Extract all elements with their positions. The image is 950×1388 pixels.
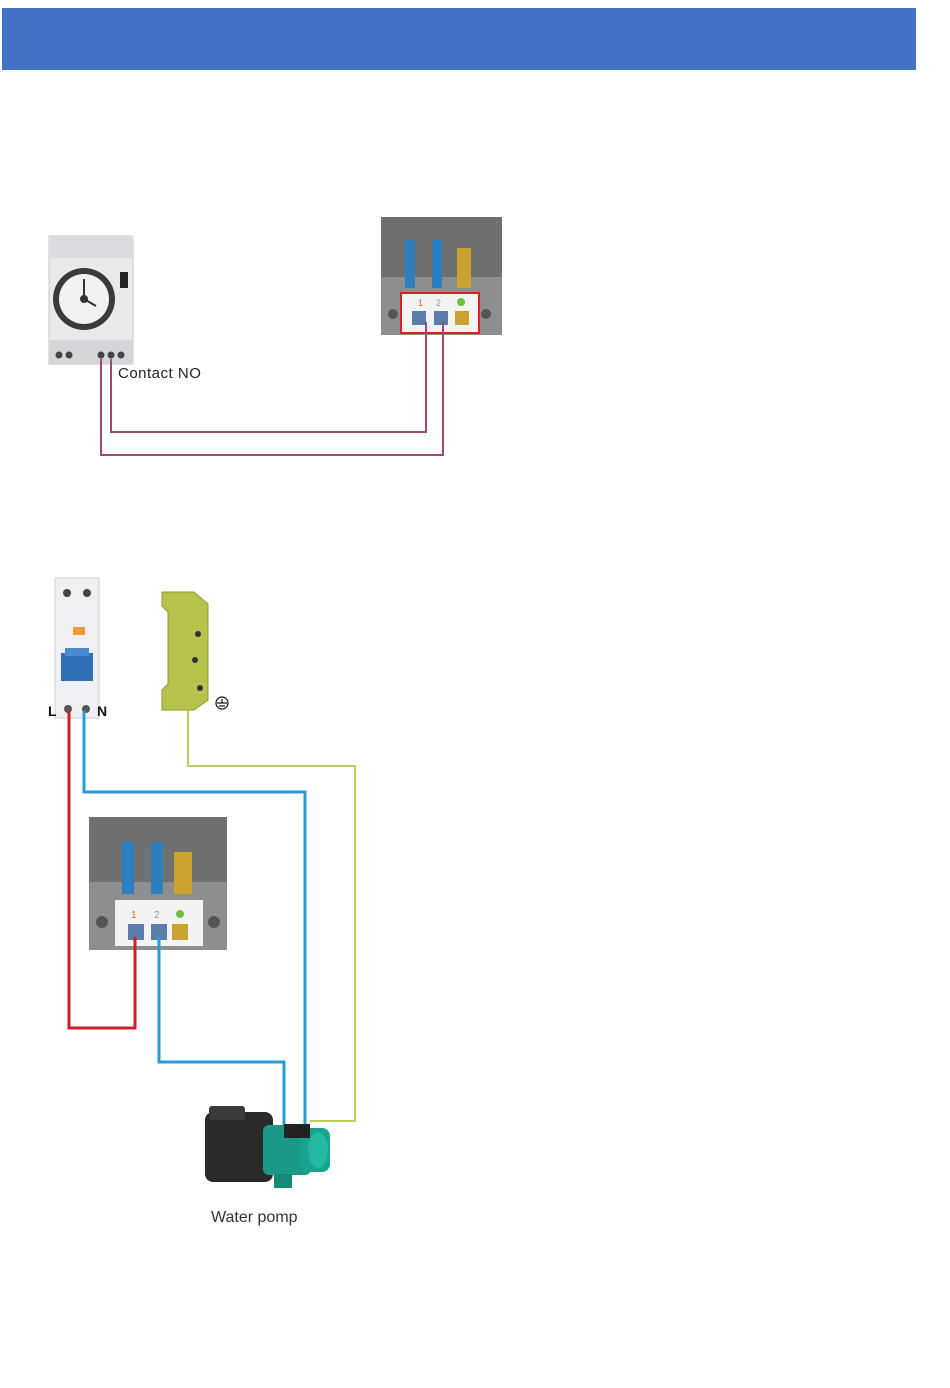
earth-terminal-icon	[162, 592, 228, 710]
neutral-terminal-label: N	[97, 703, 107, 719]
contact-wire	[101, 322, 443, 455]
timer-switch-icon	[49, 236, 133, 364]
contact-no-label: Contact NO	[118, 365, 201, 382]
terminal-block-icon: 1 2	[381, 217, 502, 335]
terminal-to-pump-wire	[159, 937, 284, 1131]
water-pump-icon	[205, 1106, 330, 1188]
water-pump-label: Water pomp	[211, 1209, 298, 1227]
terminal-number-1: 1	[418, 298, 423, 308]
pump-terminal-number-1: 1	[131, 910, 137, 921]
live-terminal-label: L	[48, 703, 57, 719]
circuit-breaker-icon	[55, 578, 99, 718]
terminal-number-2: 2	[436, 298, 441, 308]
pump-terminal-number-2: 2	[154, 910, 160, 921]
pump-terminal-block-icon: 1 2	[89, 817, 227, 950]
